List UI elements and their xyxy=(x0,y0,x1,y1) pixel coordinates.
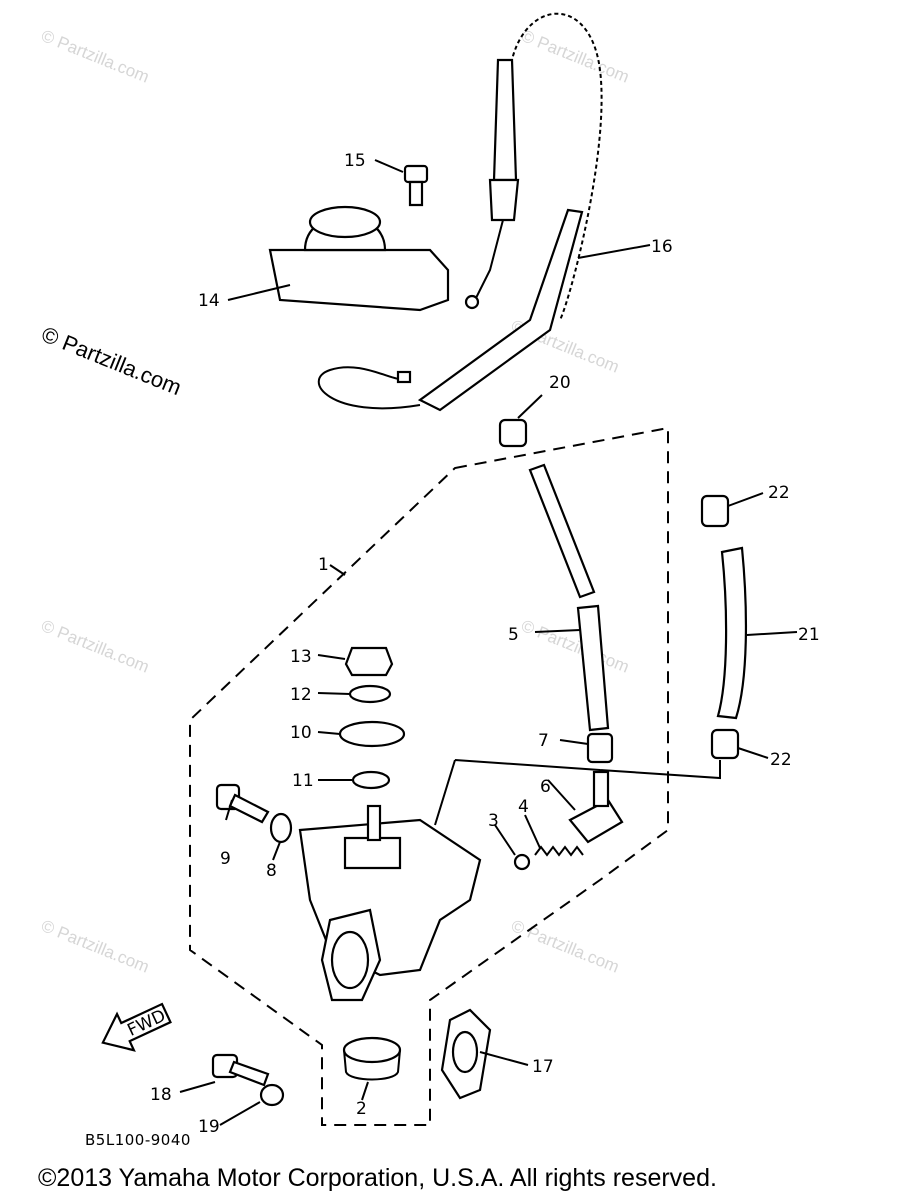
cap-22-top xyxy=(700,494,730,528)
nut-13 xyxy=(344,646,394,677)
callout-11: 11 xyxy=(292,771,314,791)
callout-4: 4 xyxy=(518,797,529,817)
gasket-17 xyxy=(440,1008,492,1100)
cover-14 xyxy=(268,205,450,312)
callout-9: 9 xyxy=(220,849,231,869)
watermark: © Partzilla.com xyxy=(39,616,152,677)
seal-2 xyxy=(342,1036,402,1081)
watermark: © Partzilla.com xyxy=(519,616,632,677)
washer-19 xyxy=(259,1083,285,1107)
clip-7 xyxy=(586,732,614,764)
watermark: © Partzilla.com xyxy=(39,26,152,87)
callout-14: 14 xyxy=(198,291,220,311)
callout-2: 2 xyxy=(356,1099,367,1119)
callout-1: 1 xyxy=(318,555,329,575)
hose-16 xyxy=(317,208,584,412)
callout-3: 3 xyxy=(488,811,499,831)
callout-19: 19 xyxy=(198,1117,220,1137)
watermark: © Partzilla.com xyxy=(519,26,632,87)
callout-5: 5 xyxy=(508,625,519,645)
washer-8 xyxy=(269,812,293,844)
watermark: © Partzilla.com xyxy=(509,916,622,977)
callout-20: 20 xyxy=(549,373,571,393)
fwd-arrow-icon: FWD xyxy=(101,1002,172,1052)
elbow-6 xyxy=(568,770,624,844)
callout-7: 7 xyxy=(538,731,549,751)
hose-5 xyxy=(576,604,610,732)
washer-11 xyxy=(351,770,391,790)
callout-17: 17 xyxy=(532,1057,554,1077)
callout-18: 18 xyxy=(150,1085,172,1105)
assembly-boundary xyxy=(189,426,669,1126)
watermark-dark: © Partzilla.com xyxy=(38,321,185,400)
callout-16: 16 xyxy=(651,237,673,257)
callout-22b: 22 xyxy=(770,750,792,770)
washer-10 xyxy=(338,720,406,748)
screw-15 xyxy=(403,164,429,207)
callout-21: 21 xyxy=(798,625,820,645)
ball-3 xyxy=(513,853,531,871)
leader-lines xyxy=(434,759,721,826)
copyright-notice: ©2013 Yamaha Motor Corporation, U.S.A. A… xyxy=(38,1164,717,1192)
hose-21 xyxy=(716,546,748,720)
cap-20 xyxy=(498,418,528,448)
callout-8: 8 xyxy=(266,861,277,881)
diagram-code: B5L100-9040 xyxy=(85,1131,191,1149)
washer-12 xyxy=(348,684,392,704)
callouts: 15 14 16 20 22 1 5 21 13 12 10 7 22 11 6… xyxy=(150,151,820,1137)
callout-22a: 22 xyxy=(768,483,790,503)
spring-4 xyxy=(534,845,584,857)
bolt-18 xyxy=(211,1053,270,1087)
hose-upper xyxy=(528,463,596,599)
cable xyxy=(464,12,603,321)
watermark: © Partzilla.com xyxy=(39,916,152,977)
callout-10: 10 xyxy=(290,723,312,743)
callout-13: 13 xyxy=(290,647,312,667)
bolt-9 xyxy=(215,783,270,824)
pump-body xyxy=(298,804,482,1002)
callout-12: 12 xyxy=(290,685,312,705)
callout-15: 15 xyxy=(344,151,366,171)
callout-leaders xyxy=(179,159,798,1126)
callout-6: 6 xyxy=(540,777,551,797)
cap-22-bottom xyxy=(710,728,740,760)
